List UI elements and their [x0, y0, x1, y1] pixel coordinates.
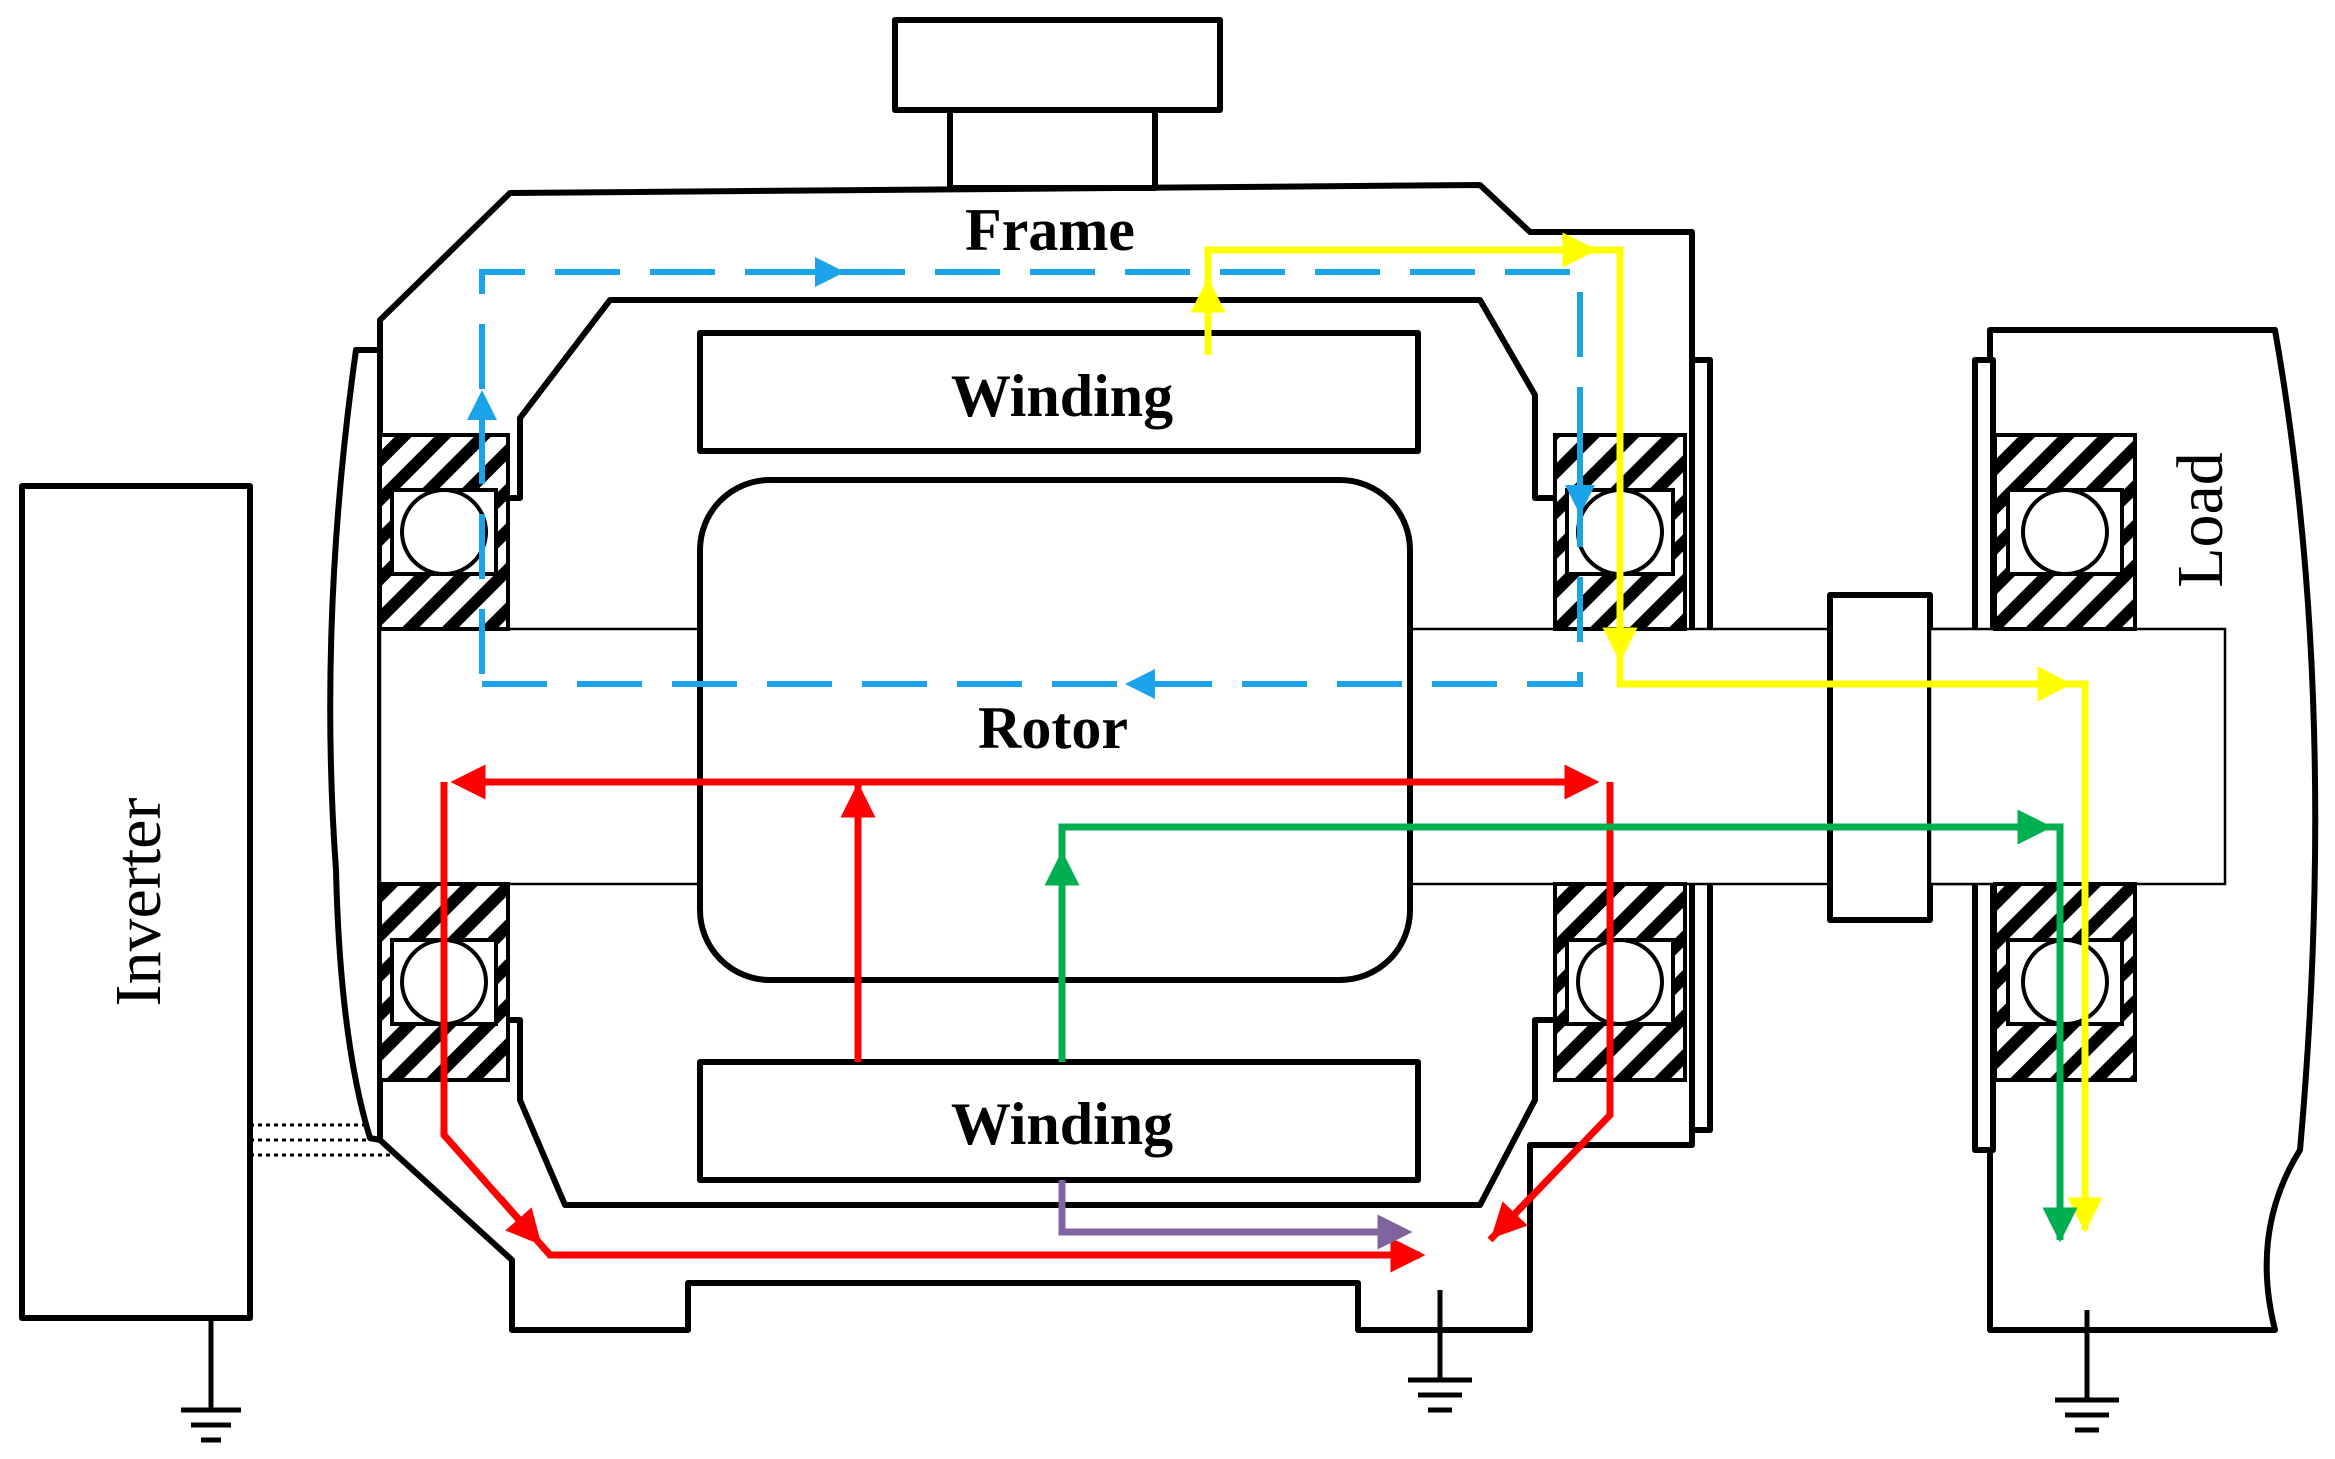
- shaft-coupling: [1827, 592, 1933, 923]
- inverter-block: Inverter: [19, 483, 253, 1321]
- winding-top: Winding: [697, 330, 1421, 454]
- bearing-right-bottom: [1553, 882, 1687, 1082]
- load-bearing-bottom: [1993, 882, 2137, 1082]
- path-yellow: [1190, 232, 2103, 1233]
- inverter-ground-icon: [181, 1318, 241, 1443]
- frame-label: Frame: [965, 197, 1135, 263]
- path-blue-circulating: [467, 257, 1595, 699]
- winding-bottom-label: Winding: [951, 1091, 1173, 1157]
- path-purple: [1058, 1180, 1413, 1250]
- winding-bottom: Winding: [697, 1059, 1421, 1183]
- rotor-label: Rotor: [978, 695, 1128, 761]
- load-label: Load: [2164, 452, 2237, 588]
- winding-top-label: Winding: [951, 363, 1173, 429]
- load-ground-icon: [2055, 1310, 2119, 1433]
- path-green: [1044, 809, 2078, 1243]
- path-red: [440, 764, 1614, 1273]
- inverter-label: Inverter: [102, 798, 175, 1007]
- bearing-left-top: [378, 433, 510, 631]
- motor-ground-icon: [1408, 1290, 1472, 1413]
- load-shaft: [1928, 627, 2227, 886]
- rotor: Rotor: [697, 477, 1413, 983]
- load-bearing-top: [1993, 433, 2137, 631]
